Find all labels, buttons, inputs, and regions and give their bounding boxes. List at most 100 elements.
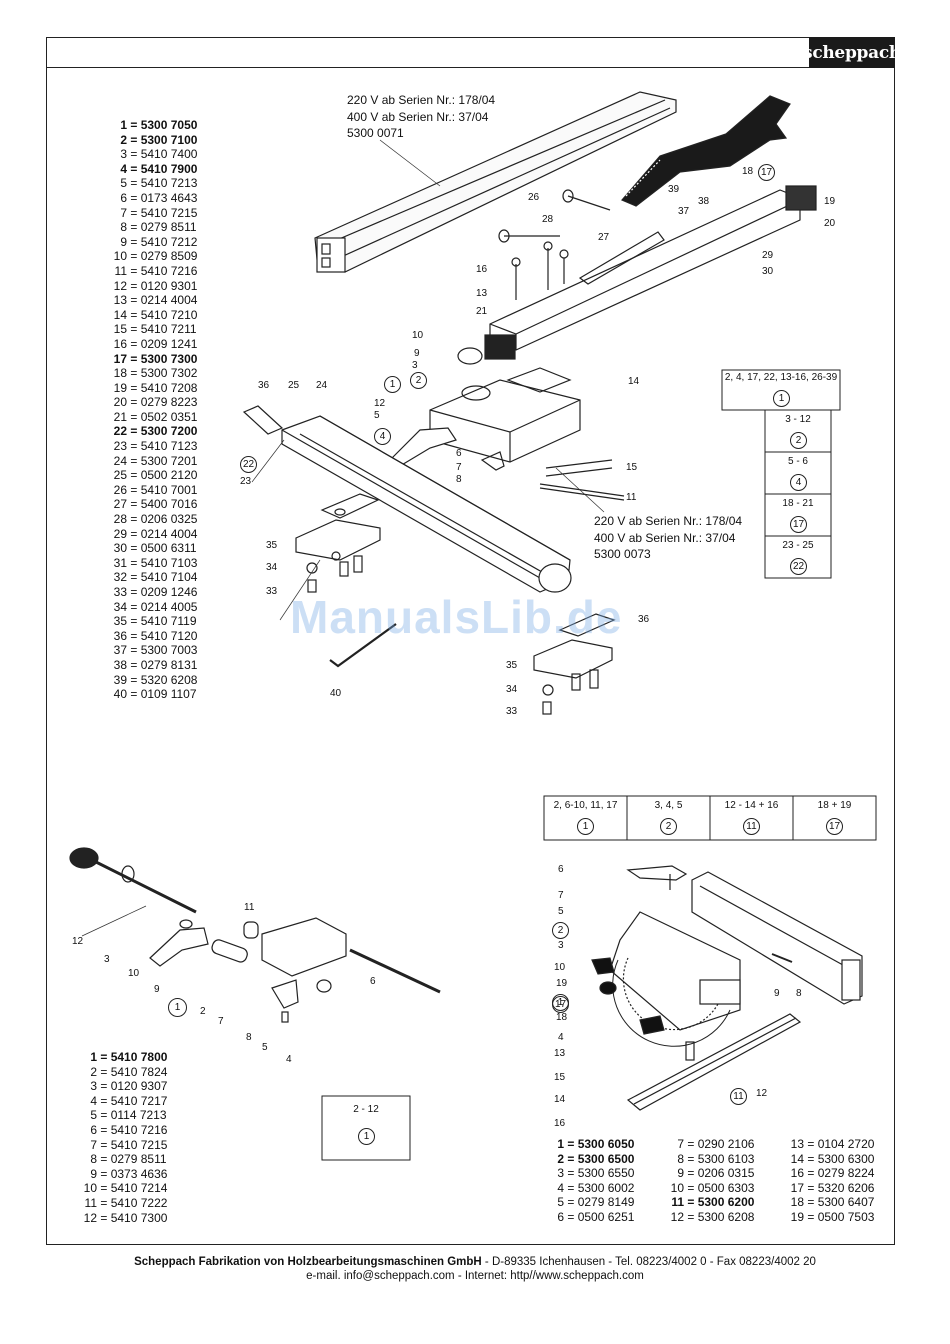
callout-label: 15 xyxy=(554,1072,566,1083)
part-number: 9 xyxy=(90,1166,97,1181)
brand-logo: scheppach xyxy=(803,37,901,68)
part-number: 13 xyxy=(113,293,127,308)
part-row: 35 = 5410 7119 xyxy=(105,614,197,629)
callout-label: 16 xyxy=(476,264,488,275)
part-number: 7 xyxy=(677,1137,684,1151)
part-number: 40 xyxy=(113,687,127,702)
callout-label: 14 xyxy=(554,1094,566,1105)
part-row: 14 = 5300 6300 xyxy=(784,1151,875,1167)
part-row: 38 = 0279 8131 xyxy=(105,658,198,673)
part-code: 5410 7001 xyxy=(140,482,198,497)
part-code: 5300 6500 xyxy=(577,1151,635,1166)
note-line: 220 V ab Serien Nr.: 178/04 xyxy=(594,514,743,528)
part-code: 0104 2720 xyxy=(817,1137,875,1151)
callout-label: 2 xyxy=(410,372,427,389)
group-parts: 3, 4, 5 xyxy=(654,800,683,811)
callout-label: 33 xyxy=(266,586,278,597)
callout-label: 33 xyxy=(506,706,518,717)
part-number: 5 xyxy=(120,176,127,191)
callout-label: 26 xyxy=(528,192,540,203)
part-number: 15 xyxy=(113,322,127,337)
callout-label: 28 xyxy=(542,214,554,225)
callout-label: 4 xyxy=(286,1054,292,1065)
part-number: 28 xyxy=(113,512,127,527)
rail-br xyxy=(691,871,863,1005)
callout-label: 38 xyxy=(698,196,710,207)
part-number: 14 xyxy=(790,1151,804,1166)
part-number: 1 xyxy=(120,118,127,132)
part-row: 7 = 5410 7215 xyxy=(75,1138,167,1153)
callout-label: 15 xyxy=(626,462,638,473)
fence-arm-39 xyxy=(621,95,791,207)
part-code: 5300 7302 xyxy=(140,366,198,381)
group-parts: 2, 6-10, 11, 17 xyxy=(553,800,618,811)
part-number: 7 xyxy=(120,205,127,220)
part-row: 8 = 0279 8511 xyxy=(105,220,197,235)
callout-label: 12 xyxy=(72,936,84,947)
part-row: 34 = 0214 4005 xyxy=(105,600,198,615)
part-code: 5410 7216 xyxy=(110,1122,168,1137)
part-code: 5410 7800 xyxy=(110,1050,168,1064)
part-row: 7 = 5410 7215 xyxy=(105,206,197,221)
part-row: 2 = 5300 6500 xyxy=(544,1152,634,1167)
footer-contact: e-mail. info@scheppach.com - Internet: h… xyxy=(306,1270,644,1282)
part-number: 3 xyxy=(90,1079,97,1094)
callout-label: 21 xyxy=(476,306,488,317)
part-row: 9 = 0373 4636 xyxy=(75,1167,167,1182)
callout-label: 23 xyxy=(240,476,252,487)
part-code: 5300 7100 xyxy=(140,132,198,147)
part-code: 0279 8224 xyxy=(817,1166,875,1181)
part-row: 10 = 5410 7214 xyxy=(75,1181,168,1196)
part-row: 3 = 0120 9307 xyxy=(75,1079,167,1094)
part-number: 12 xyxy=(670,1209,684,1224)
part-number: 39 xyxy=(113,672,127,687)
part-number: 25 xyxy=(113,468,127,483)
part-number: 18 xyxy=(790,1195,804,1210)
group-parts: 2, 4, 17, 22, 13-16, 26-39 xyxy=(724,372,838,383)
part-number: 16 xyxy=(113,336,127,351)
part-number: 4 xyxy=(90,1093,97,1108)
callout-label: 24 xyxy=(316,380,328,391)
callout-label: 8 xyxy=(246,1032,252,1043)
part-number: 18 xyxy=(113,366,127,381)
note-line: 5300 0073 xyxy=(594,547,651,561)
bl-assembly xyxy=(69,847,441,1023)
callout-label: 27 xyxy=(598,232,610,243)
bolts xyxy=(498,189,665,300)
callout-label: 3 xyxy=(412,360,418,371)
part-code: 5300 7050 xyxy=(140,118,198,132)
part-number: 17 xyxy=(113,351,127,366)
part-row: 22 = 5300 7200 xyxy=(105,424,198,439)
part-row: 24 = 5300 7201 xyxy=(105,454,198,469)
part-code: 0214 4004 xyxy=(140,293,198,308)
part-row: 30 = 0500 6311 xyxy=(105,541,197,556)
callout-label: 34 xyxy=(506,684,518,695)
part-row: 31 = 5410 7103 xyxy=(105,556,198,571)
part-number: 10 xyxy=(83,1181,97,1196)
part-row: 4 = 5410 7900 xyxy=(105,162,197,177)
part-code: 0209 1246 xyxy=(140,585,198,599)
callout-label: 13 xyxy=(554,1048,566,1059)
part-code: 5410 7215 xyxy=(140,205,198,220)
callout-label: 22 xyxy=(240,456,257,473)
part-row: 17 = 5320 6206 xyxy=(784,1181,875,1196)
callout-label: 36 xyxy=(638,614,650,625)
header-bar: scheppach xyxy=(46,37,901,68)
part-code: 0279 8511 xyxy=(140,220,197,235)
callout-label: 3 xyxy=(558,940,564,951)
part-number: 26 xyxy=(113,482,127,497)
part-row: 3 = 5300 6550 xyxy=(544,1166,634,1181)
callout-label: 11 xyxy=(626,492,637,503)
callout-label: 10 xyxy=(128,968,140,979)
part-code: 5300 6407 xyxy=(817,1195,875,1210)
part-code: 5300 7003 xyxy=(140,643,198,658)
callout-label: 25 xyxy=(288,380,300,391)
group-parts: 18 - 21 xyxy=(782,498,814,509)
part-code: 5410 7212 xyxy=(140,234,198,249)
callout-label: 20 xyxy=(824,218,836,229)
part-code: 5320 6208 xyxy=(140,672,198,687)
